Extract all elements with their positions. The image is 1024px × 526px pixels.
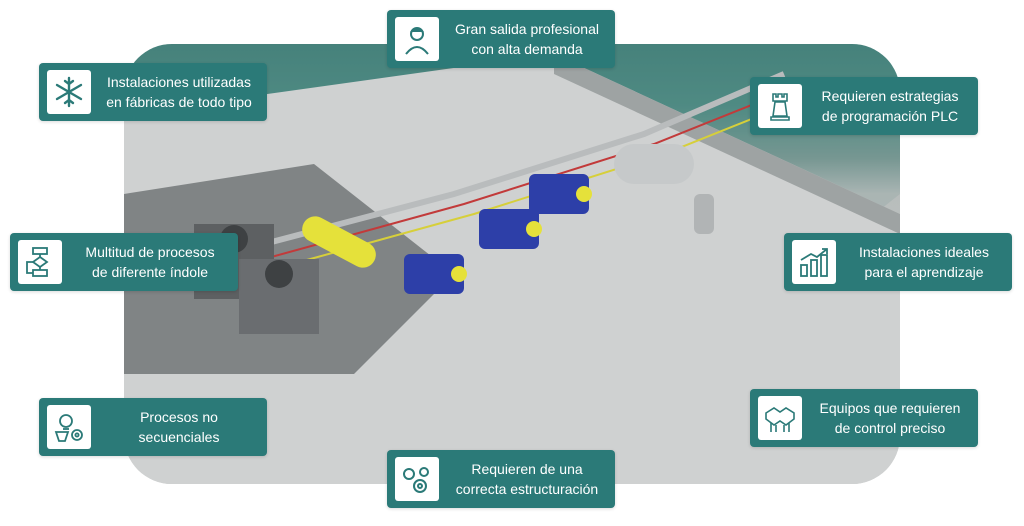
card-estrategias-plc: Requieren estrategias de programación PL… bbox=[750, 77, 978, 135]
card-line1: Requieren estrategias bbox=[821, 88, 959, 104]
idea-gears-icon bbox=[47, 405, 91, 449]
card-correcta-estructuracion: Requieren de una correcta estructuración bbox=[387, 450, 615, 508]
card-line2: para el aprendizaje bbox=[864, 264, 984, 280]
card-instalaciones-ideales: Instalaciones ideales para el aprendizaj… bbox=[784, 233, 1012, 291]
card-line2: en fábricas de todo tipo bbox=[106, 94, 252, 110]
card-procesos-no-secuenciales: Procesos no secuenciales bbox=[39, 398, 267, 456]
card-line1: Instalaciones ideales bbox=[859, 244, 989, 260]
card-line1: Equipos que requieren bbox=[819, 400, 961, 416]
gears-icon bbox=[395, 457, 439, 501]
card-line1: Instalaciones utilizadas bbox=[107, 74, 251, 90]
card-instalaciones-utilizadas: Instalaciones utilizadas en fábricas de … bbox=[39, 63, 267, 121]
card-line2: de control preciso bbox=[834, 420, 946, 436]
chess-rook-icon bbox=[758, 84, 802, 128]
card-equipos-control: Equipos que requieren de control preciso bbox=[750, 389, 978, 447]
card-line2: secuenciales bbox=[138, 429, 220, 445]
bar-chart-growth-icon bbox=[792, 240, 836, 284]
flowchart-icon bbox=[18, 240, 62, 284]
card-multitud-procesos: Multitud de procesos de diferente índole bbox=[10, 233, 238, 291]
card-line2: de programación PLC bbox=[821, 108, 959, 124]
card-line1: Procesos no bbox=[140, 409, 218, 425]
card-line1: Gran salida profesional bbox=[455, 21, 599, 37]
worker-icon bbox=[395, 17, 439, 61]
handshake-icon bbox=[758, 396, 802, 440]
plant-illustration bbox=[124, 44, 900, 484]
card-line2: de diferente índole bbox=[92, 264, 208, 280]
card-gran-salida: Gran salida profesional con alta demanda bbox=[387, 10, 615, 68]
card-line1: Requieren de una bbox=[471, 461, 583, 477]
card-line2: con alta demanda bbox=[471, 41, 583, 57]
card-line1: Multitud de procesos bbox=[85, 244, 215, 260]
card-line2: correcta estructuración bbox=[455, 481, 599, 497]
snowflake-icon bbox=[47, 70, 91, 114]
